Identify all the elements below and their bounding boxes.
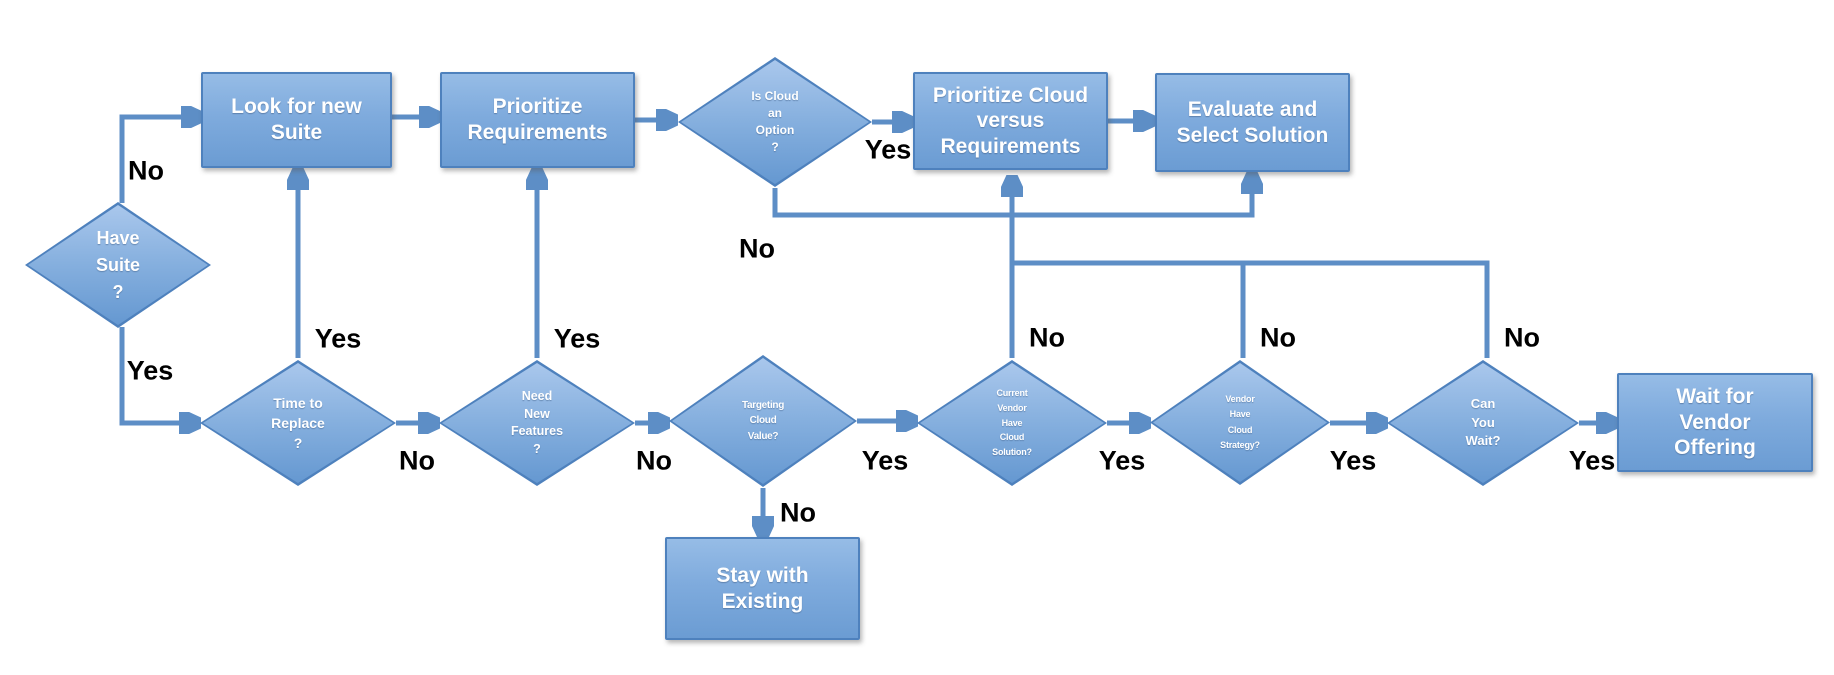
edge-label-need-features-yes: Yes [553, 323, 601, 354]
edge-label-have-suite-yes: Yes [126, 355, 174, 386]
edge-label-is-cloud-no: No [739, 233, 775, 264]
edge-label-can-wait-no: No [1504, 322, 1540, 353]
edge-label-vendor-strategy-yes: Yes [1329, 445, 1377, 476]
node-label: Targeting Cloud Value? [741, 399, 785, 442]
edge-have-suite-no [119, 117, 194, 203]
edge-label-current-vendor-yes: Yes [1098, 445, 1146, 476]
node-label: Need New Features ? [510, 389, 564, 456]
node-label: Evaluate and Select Solution [1176, 97, 1329, 147]
edge-have-suite-yes [119, 327, 192, 423]
edge-label-is-cloud-yes: Yes [864, 134, 912, 165]
node-label: Vendor Have Cloud Strategy? [1220, 393, 1260, 450]
edge-label-targeting-no: No [780, 497, 816, 528]
edge-label-time-replace-yes: Yes [314, 323, 362, 354]
node-look-for-new-suite: Look for new Suite [201, 72, 392, 168]
edge-label-vendor-strategy-no: No [1260, 322, 1296, 353]
node-label: Have Suite ? [95, 227, 140, 302]
edge-label-have-suite-no: No [128, 155, 164, 186]
node-label: Is Cloud an Option ? [751, 89, 799, 154]
node-label: Wait for Vendor Offering [1674, 385, 1756, 460]
node-label: Stay with Existing [716, 563, 809, 613]
edge-label-time-replace-no: No [399, 445, 435, 476]
node-prioritize-cloud-versus-requirements: Prioritize Cloud versus Requirements [913, 72, 1108, 170]
edge-label-can-wait-yes: Yes [1568, 445, 1616, 476]
node-label: Prioritize Cloud versus Requirements [932, 83, 1089, 158]
node-label: Time to Replace ? [271, 394, 325, 452]
node-evaluate-and-select-solution: Evaluate and Select Solution [1155, 73, 1350, 172]
node-wait-for-vendor-offering: Wait for Vendor Offering [1617, 373, 1813, 472]
node-prioritize-requirements: Prioritize Requirements [440, 72, 635, 168]
edge-label-targeting-yes: Yes [861, 445, 909, 476]
node-stay-with-existing: Stay with Existing [665, 537, 860, 640]
node-label: Can You Wait? [1465, 395, 1501, 449]
edge-label-current-vendor-no: No [1029, 322, 1065, 353]
edge-canwait-no [1012, 260, 1490, 358]
edge-label-need-features-no: No [636, 445, 672, 476]
node-label: Look for new Suite [231, 95, 362, 144]
node-label: Prioritize Requirements [467, 95, 608, 144]
node-label: Current Vendor Have Cloud Solution? [992, 387, 1032, 458]
